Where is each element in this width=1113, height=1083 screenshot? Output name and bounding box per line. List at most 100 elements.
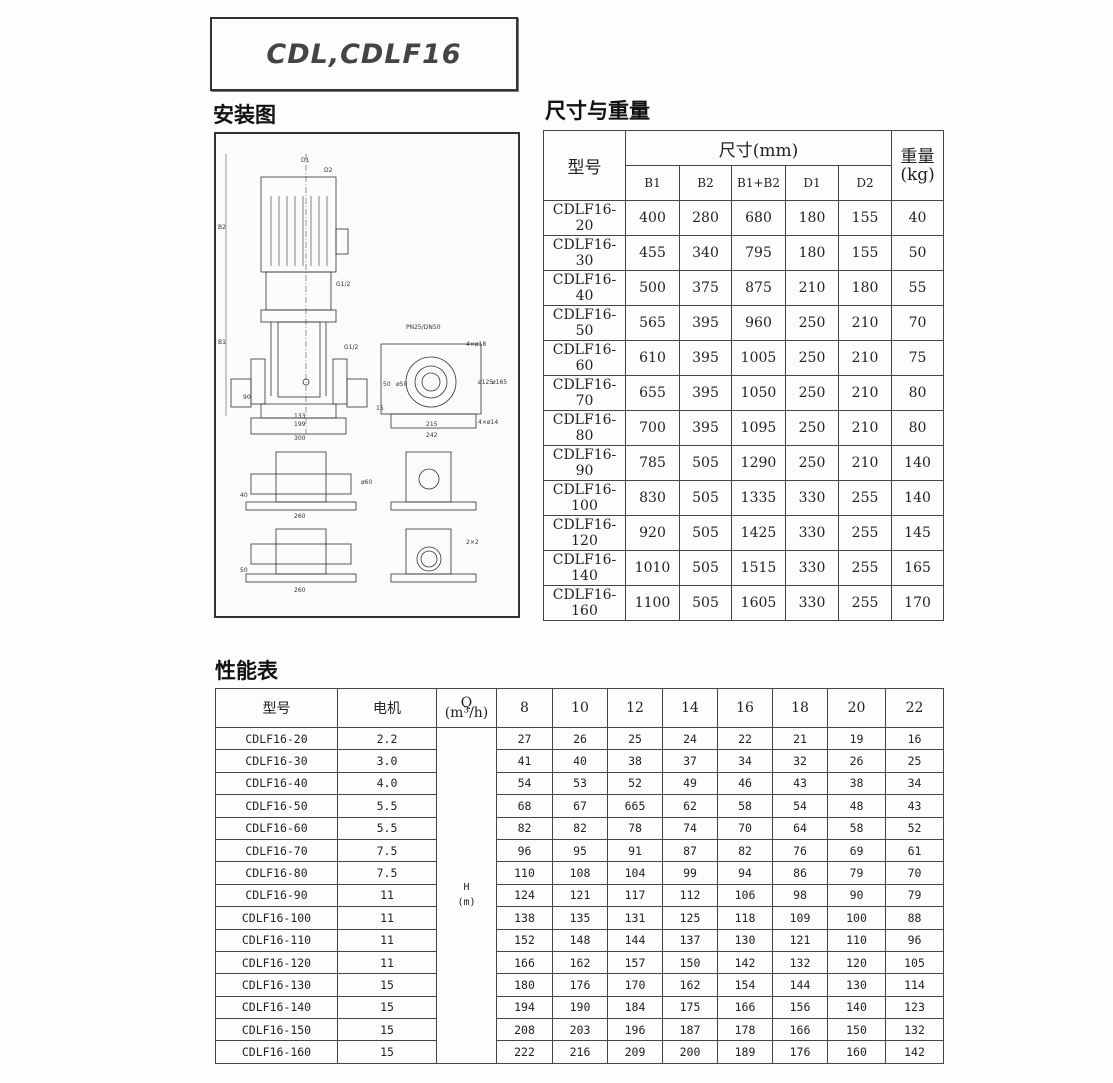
head-value-cell: 160: [827, 1040, 886, 1064]
table-cell: 1605: [731, 585, 786, 621]
head-value-cell: 208: [496, 1018, 553, 1042]
label-90: 90: [243, 394, 251, 401]
table-cell: 700: [625, 410, 680, 446]
motor-cell: 7.5: [337, 861, 437, 885]
head-value-cell: 34: [885, 771, 944, 796]
head-value-cell: 67: [552, 794, 608, 818]
label-15: 15: [376, 405, 384, 412]
model-cell: CDLF16-30: [215, 749, 338, 773]
head-value-cell: 78: [607, 816, 663, 840]
table-cell: 830: [625, 480, 680, 516]
head-value-cell: 74: [662, 816, 718, 840]
table-cell: CDLF16-90: [543, 445, 626, 481]
size-column-header: D1: [785, 165, 839, 201]
head-value-cell: 131: [607, 906, 663, 930]
table-cell: CDLF16-140: [543, 550, 626, 586]
table-cell: 255: [837, 585, 893, 621]
head-value-cell: 108: [552, 861, 608, 885]
motor-cell: 15: [337, 995, 437, 1020]
head-value-cell: 137: [662, 928, 718, 952]
head-value-cell: 24: [662, 726, 718, 751]
head-value-cell: 22: [717, 726, 773, 751]
label-50: 50: [383, 381, 391, 388]
head-value-cell: 70: [717, 816, 773, 840]
head-value-cell: 154: [717, 973, 773, 997]
table-cell: 875: [731, 270, 786, 306]
head-value-cell: 91: [607, 838, 663, 863]
head-value-cell: 176: [772, 1040, 828, 1064]
table-cell: CDLF16-50: [543, 305, 626, 341]
motor-cell: 11: [337, 906, 437, 930]
head-value-cell: 105: [885, 950, 944, 975]
label-40: 40: [240, 492, 248, 499]
table-cell: 180: [785, 200, 839, 236]
head-value-cell: 118: [717, 906, 773, 930]
table-cell: 1335: [731, 480, 786, 516]
head-value-cell: 96: [496, 838, 553, 863]
label-50-b: 50: [240, 567, 248, 574]
table-cell: CDLF16-70: [543, 375, 626, 411]
table-cell: 165: [891, 550, 945, 586]
head-label-cell: H(m): [436, 727, 497, 1064]
head-value-cell: 120: [827, 950, 886, 975]
head-value-cell: 176: [552, 973, 608, 997]
table-cell: 1005: [731, 340, 786, 376]
table-cell: 210: [837, 340, 893, 376]
table-cell: 375: [679, 270, 732, 306]
table-cell: 55: [891, 270, 945, 306]
flow-unit: (m³/h): [444, 705, 489, 721]
label-pn25-dn50: PN25/DN50: [406, 324, 441, 331]
label-215: 215: [426, 421, 438, 428]
table-cell: 395: [679, 305, 732, 341]
label-242: 242: [426, 432, 438, 439]
head-value-cell: 64: [772, 816, 828, 840]
head-value-cell: 54: [772, 794, 828, 818]
table-cell: 395: [679, 375, 732, 411]
head-value-cell: 117: [607, 883, 663, 908]
head-value-cell: 190: [552, 995, 608, 1020]
head-value-cell: 209: [607, 1040, 663, 1064]
title-box: CDL,CDLF16: [210, 17, 518, 91]
head-value-cell: 32: [772, 749, 828, 773]
model-cell: CDLF16-90: [215, 883, 338, 908]
table-cell: 395: [679, 340, 732, 376]
table-cell: 795: [731, 235, 786, 271]
label-260-b: 260: [294, 587, 306, 594]
label-d165: ø165: [492, 379, 507, 386]
head-value-cell: 156: [772, 995, 828, 1020]
head-value-cell: 76: [772, 838, 828, 863]
head-value-cell: 203: [552, 1018, 608, 1042]
table-cell: 180: [785, 235, 839, 271]
head-value-cell: 25: [885, 749, 944, 773]
head-value-cell: 166: [496, 950, 553, 975]
motor-cell: 7.5: [337, 838, 437, 863]
table-cell: CDLF16-120: [543, 515, 626, 551]
head-value-cell: 99: [662, 861, 718, 885]
head-value-cell: 135: [552, 906, 608, 930]
table-cell: 145: [891, 515, 945, 551]
table-cell: 785: [625, 445, 680, 481]
head-value-cell: 216: [552, 1040, 608, 1064]
flow-header: Q(m³/h): [436, 688, 497, 728]
flow-column-header: 10: [552, 688, 608, 728]
label-d60: ø60: [361, 479, 372, 486]
size-column-header: D2: [837, 165, 893, 201]
head-value-cell: 140: [827, 995, 886, 1020]
head-value-cell: 16: [885, 726, 944, 751]
table-cell: 505: [679, 550, 732, 586]
page-title: CDL,CDLF16: [266, 38, 462, 70]
table-cell: 210: [785, 270, 839, 306]
model-cell: CDLF16-70: [215, 838, 338, 863]
table-cell: 155: [837, 200, 893, 236]
head-value-cell: 43: [885, 794, 944, 818]
motor-cell: 11: [337, 883, 437, 908]
